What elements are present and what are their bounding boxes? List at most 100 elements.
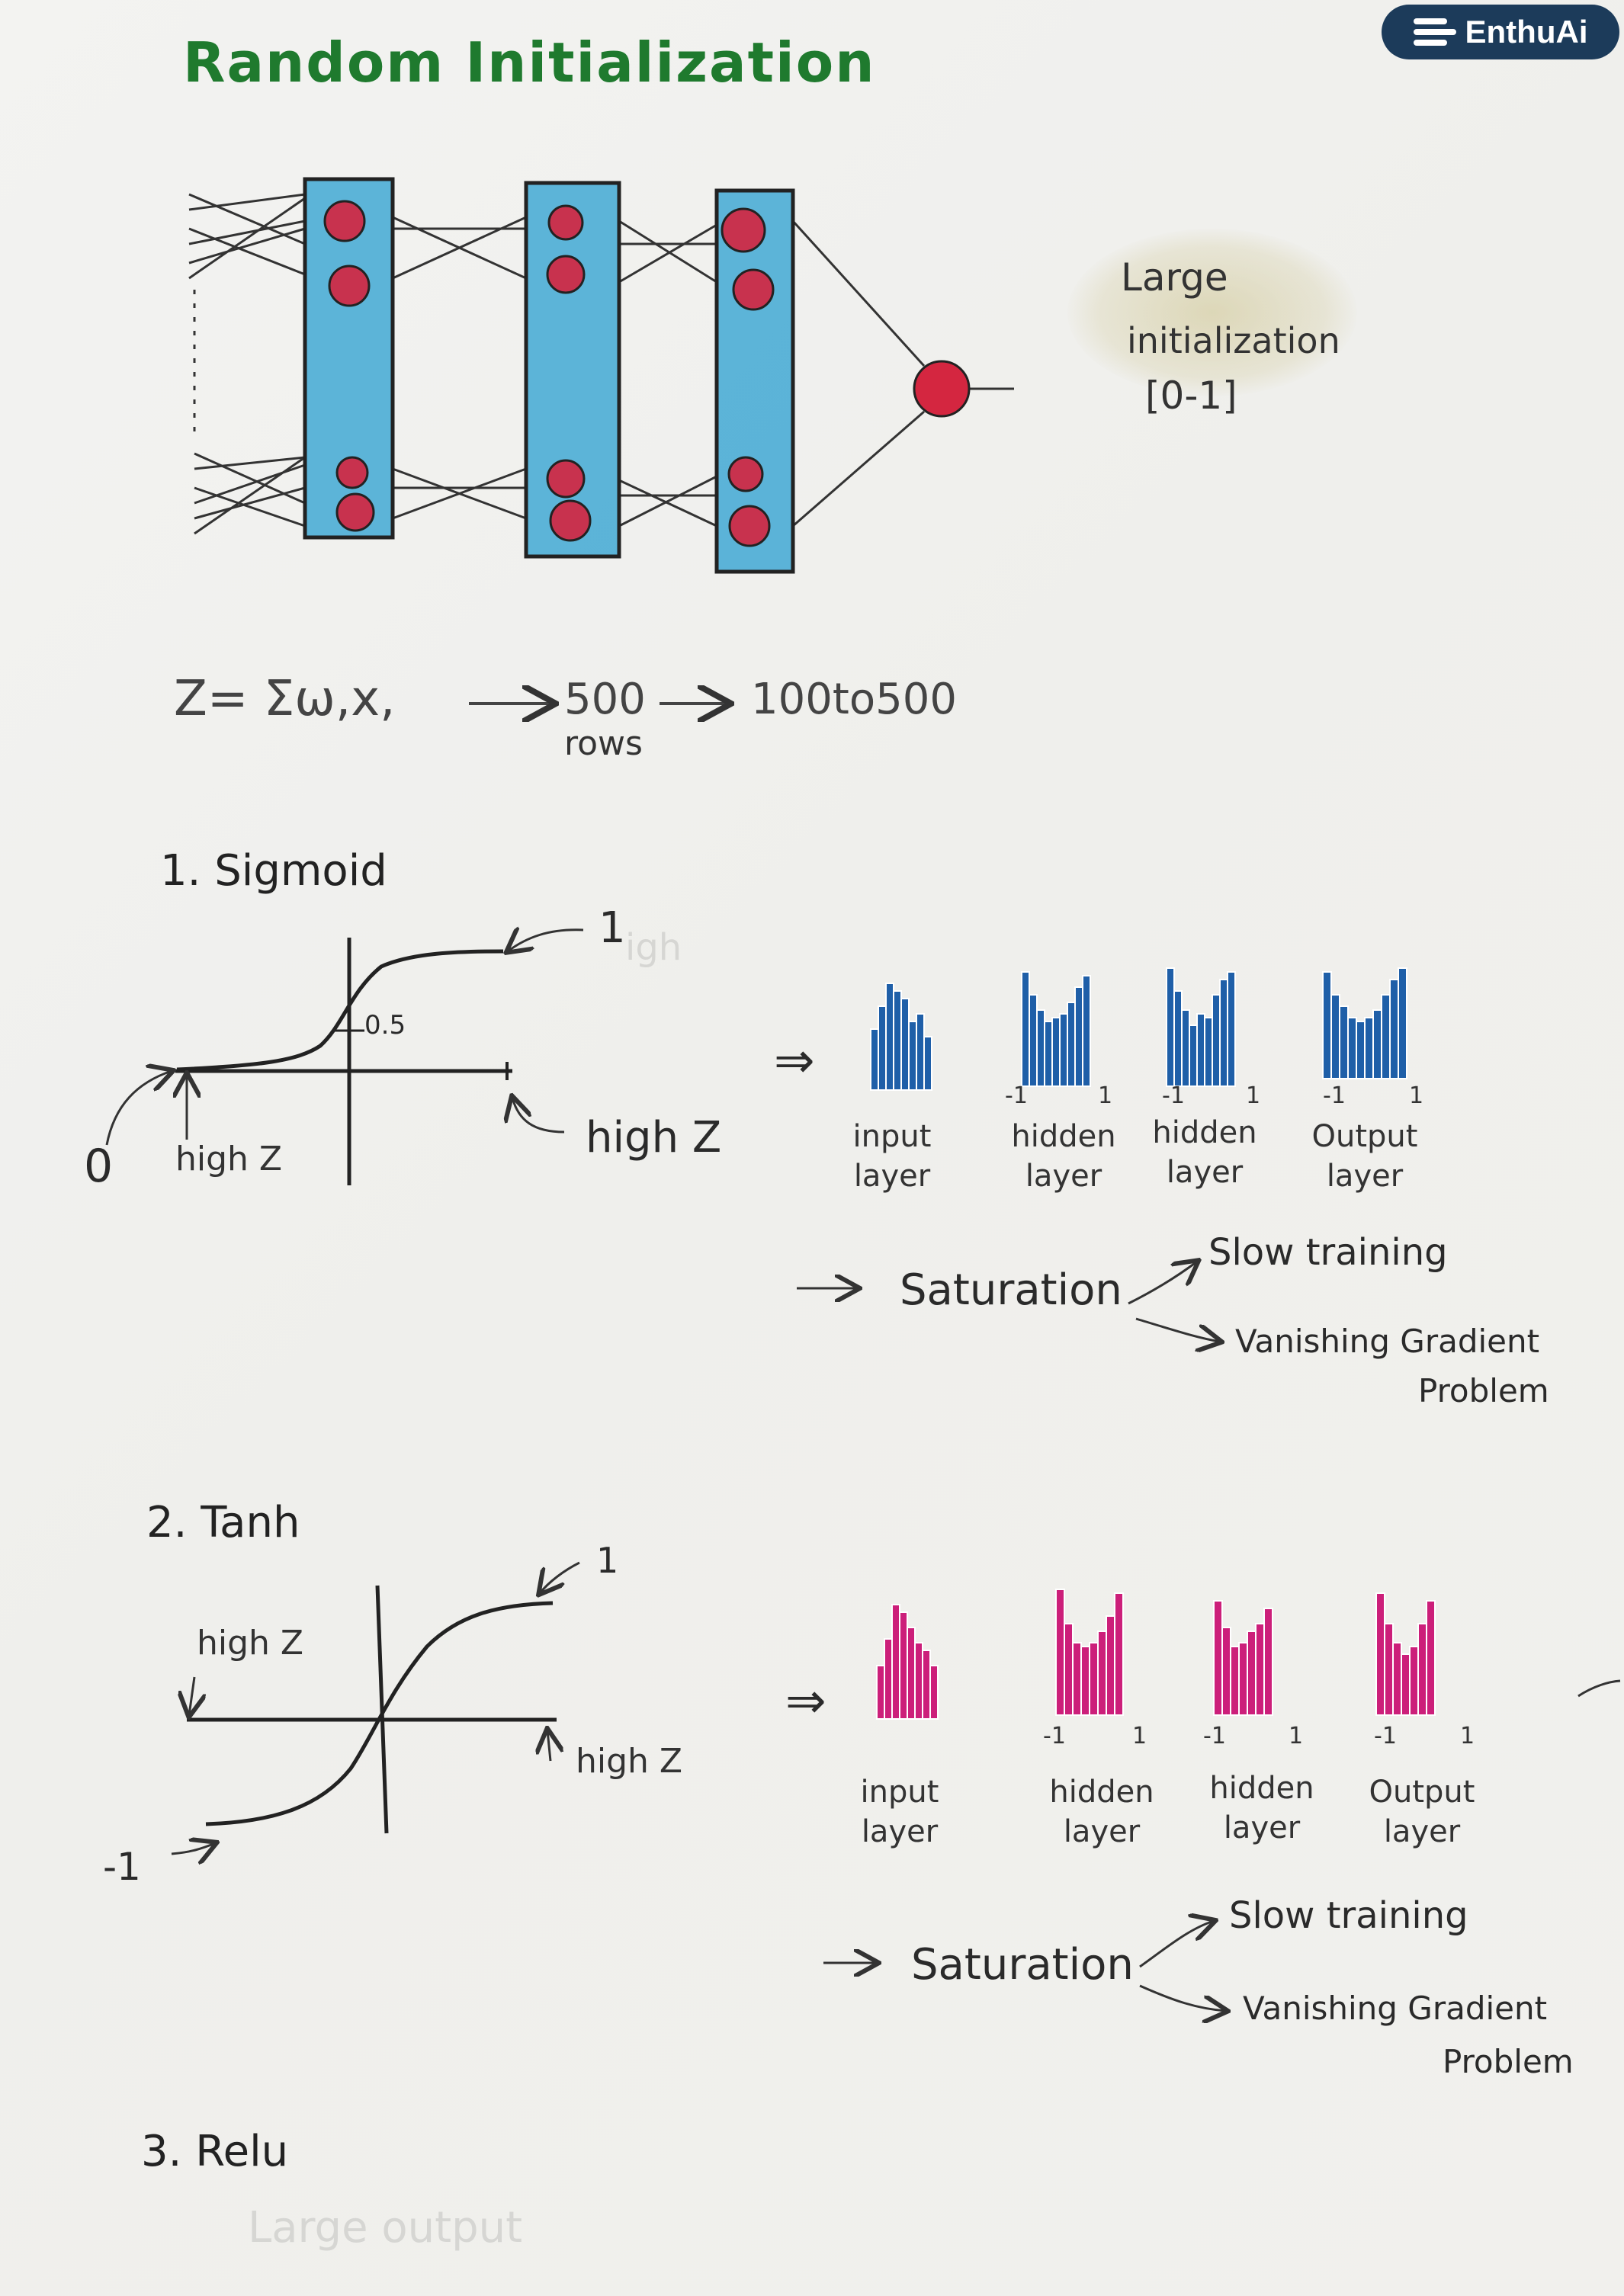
histogram-bar: [908, 1021, 917, 1091]
histogram-bar: [1263, 1608, 1273, 1716]
sigmoid-graph: [175, 938, 512, 1185]
neurons: [323, 200, 775, 547]
tanh-slow-training: Slow training: [1229, 1894, 1468, 1937]
tanh-tick-right: 1: [1460, 1723, 1475, 1749]
note-line-large: Large: [1121, 255, 1228, 300]
histogram-bar: [1230, 1646, 1240, 1716]
sigmoid-bottom-value: 0: [84, 1140, 114, 1193]
note-line-range: [0-1]: [1145, 374, 1237, 418]
histogram-2: [1213, 1600, 1273, 1716]
histogram-bar: [884, 1638, 893, 1720]
histogram-bar: [1409, 1646, 1419, 1716]
relu-faint-note: Large output: [248, 2203, 523, 2253]
tanh-left-label: high Z: [197, 1624, 304, 1663]
histogram-bar: [1173, 990, 1183, 1087]
neural-network-diagram: [188, 193, 1014, 535]
histogram-bar: [1089, 1642, 1099, 1716]
histogram-bar: [1114, 1592, 1124, 1716]
sigmoid-saturation: Saturation: [900, 1265, 1122, 1315]
histogram-bar: [1381, 994, 1391, 1079]
histogram-bar: [1238, 1642, 1248, 1716]
histogram-1: [1021, 971, 1091, 1087]
histogram-bar: [1189, 1025, 1198, 1087]
range-value: 100to500: [751, 675, 957, 724]
histogram-bar: [893, 990, 902, 1091]
brand-badge: EnthuAi: [1382, 5, 1619, 59]
note-line-initialization: initialization: [1127, 320, 1340, 361]
histogram-bar: [1339, 1005, 1349, 1079]
tanh-tick-left: -1: [1203, 1723, 1226, 1749]
sigmoid-tick-right: 1: [1246, 1082, 1261, 1109]
histogram-1: [1055, 1589, 1124, 1716]
histogram-bar: [1401, 1653, 1411, 1716]
histogram-bar: [1067, 1002, 1076, 1087]
histogram-bar: [1064, 1623, 1074, 1716]
sigmoid-vanishing-gradient: Vanishing Gradient: [1235, 1323, 1540, 1360]
tanh-right-label: high Z: [576, 1742, 683, 1781]
rows-label: rows: [564, 724, 643, 763]
sigmoid-tick-right: 1: [1409, 1082, 1424, 1109]
histogram-bar: [1036, 1009, 1045, 1087]
histogram-bar: [1426, 1600, 1436, 1716]
sigmoid-tick-right: 1: [1098, 1082, 1113, 1109]
note-highlight-stain: [1067, 229, 1357, 396]
histogram-bar: [870, 1028, 879, 1091]
histogram-bar: [922, 1650, 931, 1720]
histogram-bar: [1221, 1627, 1231, 1716]
histogram-bar: [1021, 971, 1030, 1087]
sigmoid-tick-left: -1: [1005, 1082, 1028, 1109]
histogram-bar: [1330, 994, 1340, 1079]
histogram-bar: [1219, 979, 1228, 1087]
histogram-bar: [1059, 1013, 1068, 1087]
hidden-layer-2: [524, 181, 621, 559]
sigmoid-right-label: high Z: [586, 1113, 722, 1162]
sigmoid-problem: Problem: [1418, 1372, 1549, 1409]
histogram-bar: [929, 1665, 939, 1720]
sigmoid-left-label: high Z: [175, 1140, 283, 1178]
tanh-problem: Problem: [1443, 2043, 1574, 2080]
histogram-bar: [878, 1005, 887, 1091]
histogram-bar: [1356, 1021, 1366, 1079]
weighted-sum-equation: Z= Σω,x,: [174, 671, 396, 727]
histogram-bar: [1181, 1009, 1190, 1087]
output-neuron: [913, 360, 971, 418]
histogram-bar: [1227, 971, 1236, 1087]
tanh-bottom-value: -1: [103, 1845, 141, 1889]
tanh-tick-left: -1: [1374, 1723, 1397, 1749]
tanh-top-value: 1: [596, 1540, 619, 1581]
tanh-vanishing-gradient: Vanishing Gradient: [1243, 1990, 1548, 2027]
histogram-bar: [900, 998, 910, 1091]
histogram-bar: [1375, 1592, 1385, 1716]
histogram-bar: [891, 1604, 900, 1720]
histogram-bar: [1051, 1017, 1061, 1087]
section-sigmoid-heading: 1. Sigmoid: [160, 846, 387, 896]
sigmoid-top-value: 1: [599, 903, 626, 953]
histogram-bar: [907, 1627, 916, 1720]
histogram-bar: [1080, 1646, 1090, 1716]
histogram-bar: [1322, 971, 1332, 1079]
histogram-bar: [1392, 1642, 1402, 1716]
sigmoid-activation-histograms: [870, 967, 1407, 1091]
sigmoid-slow-training: Slow training: [1208, 1231, 1448, 1274]
histogram-bar: [1212, 994, 1221, 1087]
histogram-bar: [1389, 979, 1399, 1079]
histogram-bar: [923, 1036, 932, 1091]
histogram-0: [876, 1604, 939, 1720]
histogram-bar: [885, 983, 894, 1091]
histogram-bar: [1044, 1021, 1053, 1087]
tanh-saturation: Saturation: [911, 1940, 1134, 1990]
histogram-bar: [1074, 986, 1083, 1087]
histogram-bar: [1072, 1642, 1082, 1716]
page-title: Random Initialization: [183, 30, 876, 95]
sigmoid-mid-value: 0.5: [364, 1010, 406, 1041]
histogram-bar: [1213, 1600, 1223, 1716]
histogram-bar: [1255, 1623, 1265, 1716]
sigmoid-tick-left: -1: [1162, 1082, 1185, 1109]
